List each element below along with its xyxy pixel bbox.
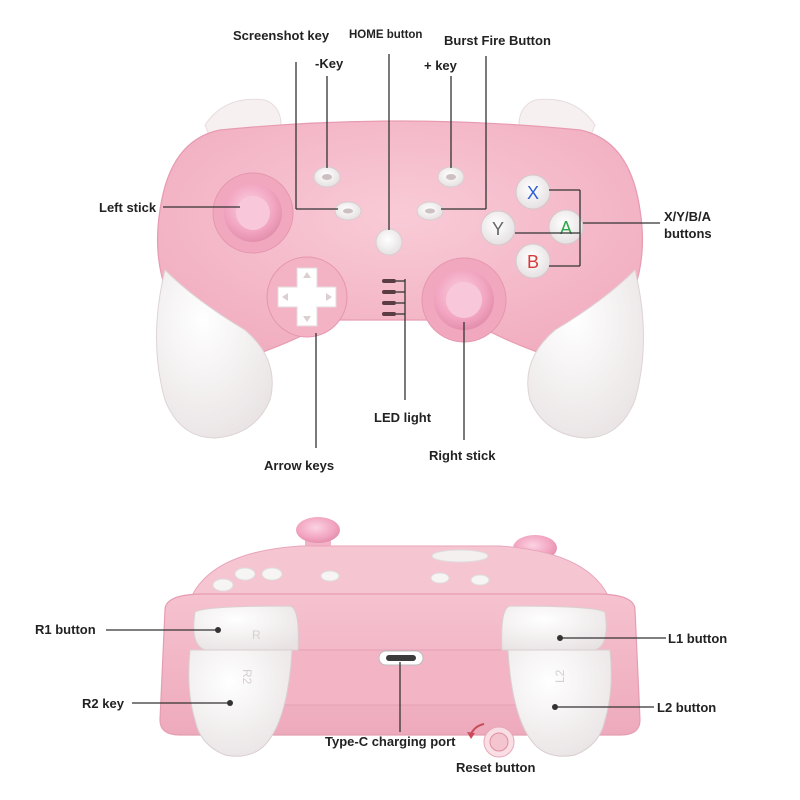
- arrow-keys-dpad[interactable]: [267, 257, 347, 337]
- r1-mark: R: [252, 628, 261, 642]
- label-xyba-line2: buttons: [664, 226, 712, 241]
- plus-key-mark: [446, 174, 456, 180]
- leader-l2-dot: [552, 704, 558, 710]
- type-c-port[interactable]: [379, 651, 423, 665]
- back-dpad-edge: [432, 550, 488, 562]
- a-button-label: A: [560, 218, 572, 238]
- label-led-light: LED light: [374, 410, 432, 425]
- label-right-stick: Right stick: [429, 448, 496, 463]
- l2-mark: L2: [553, 669, 567, 683]
- left-stick[interactable]: [213, 173, 293, 253]
- b-button-label: B: [527, 252, 539, 272]
- reset-button[interactable]: [484, 727, 514, 757]
- burst-fire-mark: [425, 209, 435, 214]
- label-xyba-line1: X/Y/B/A: [664, 209, 712, 224]
- r1-button[interactable]: [194, 606, 299, 650]
- label-home-button: HOME button: [349, 29, 422, 41]
- label-arrow-keys: Arrow keys: [264, 458, 334, 473]
- l2-button[interactable]: [508, 650, 611, 756]
- back-button-1: [235, 568, 255, 580]
- leader-r2-dot: [227, 700, 233, 706]
- label-screenshot-key: Screenshot key: [233, 28, 330, 43]
- l1-button[interactable]: [502, 606, 607, 650]
- x-button-label: X: [527, 183, 539, 203]
- back-button-4: [321, 571, 339, 581]
- label-left-stick: Left stick: [99, 200, 157, 215]
- label-reset-button: Reset button: [456, 760, 536, 775]
- minus-key-mark: [343, 209, 353, 214]
- label-r1-button: R1 button: [35, 622, 96, 637]
- leader-l1-dot: [557, 635, 563, 641]
- back-button-2: [262, 568, 282, 580]
- controller-front-view: X Y A B: [157, 99, 644, 438]
- r2-mark: R2: [240, 669, 254, 685]
- x-button[interactable]: X: [516, 175, 550, 209]
- y-button[interactable]: Y: [481, 211, 515, 245]
- label-l1-button: L1 button: [668, 631, 727, 646]
- back-button-3: [213, 579, 233, 591]
- label-plus-key: + key: [424, 58, 458, 73]
- label-burst-fire-button: Burst Fire Button: [444, 33, 551, 48]
- back-button-5: [431, 573, 449, 583]
- label-minus-key: -Key: [315, 56, 344, 71]
- label-l2-button: L2 button: [657, 700, 716, 715]
- a-button[interactable]: A: [549, 210, 583, 244]
- label-r2-key: R2 key: [82, 696, 125, 711]
- screenshot-key-dot: [322, 174, 332, 180]
- home-button[interactable]: [376, 229, 402, 255]
- label-type-c-port: Type-C charging port: [325, 734, 456, 749]
- b-button[interactable]: B: [516, 244, 550, 278]
- back-button-6: [471, 575, 489, 585]
- y-button-label: Y: [492, 219, 504, 239]
- leader-r1-dot: [215, 627, 221, 633]
